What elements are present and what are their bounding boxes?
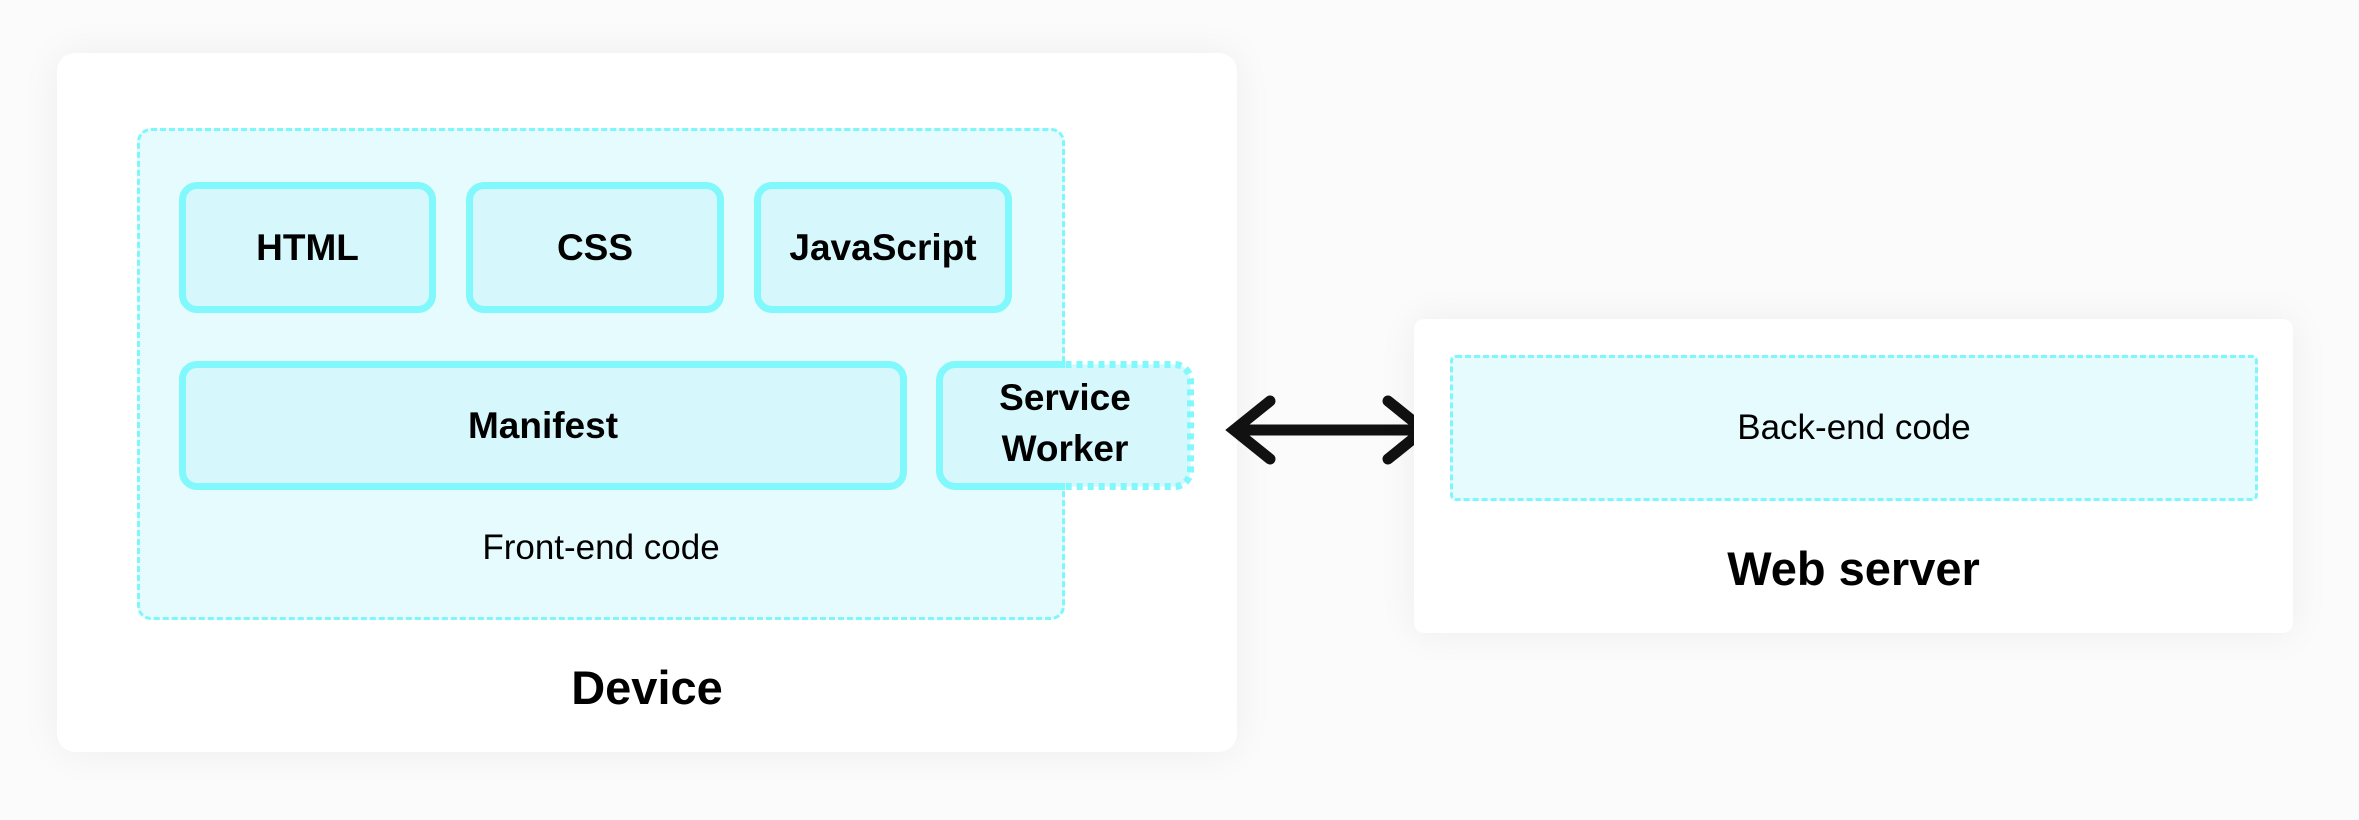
manifest-label: Manifest bbox=[467, 404, 619, 446]
service-worker-tile: Service Worker bbox=[940, 372, 1190, 474]
html-label: HTML bbox=[256, 226, 359, 268]
css-tile: CSS bbox=[466, 182, 724, 313]
web-server-title: Web server bbox=[1727, 542, 1980, 595]
service-worker-border bbox=[936, 361, 1194, 490]
backend-code-zone: Back-end code bbox=[1450, 355, 2258, 501]
javascript-label: JavaScript bbox=[789, 226, 977, 268]
service-worker-label-line2: Worker bbox=[1001, 428, 1129, 469]
css-label: CSS bbox=[556, 226, 634, 268]
bidirectional-arrow-icon bbox=[1225, 395, 1433, 465]
html-tile: HTML bbox=[179, 182, 436, 313]
device-title: Device bbox=[571, 661, 723, 714]
frontend-code-label: Front-end code bbox=[482, 528, 720, 567]
javascript-tile: JavaScript bbox=[754, 182, 1012, 313]
service-worker-label-line1: Service bbox=[999, 377, 1131, 418]
backend-code-label: Back-end code bbox=[1737, 408, 1971, 447]
manifest-tile: Manifest bbox=[179, 361, 907, 490]
